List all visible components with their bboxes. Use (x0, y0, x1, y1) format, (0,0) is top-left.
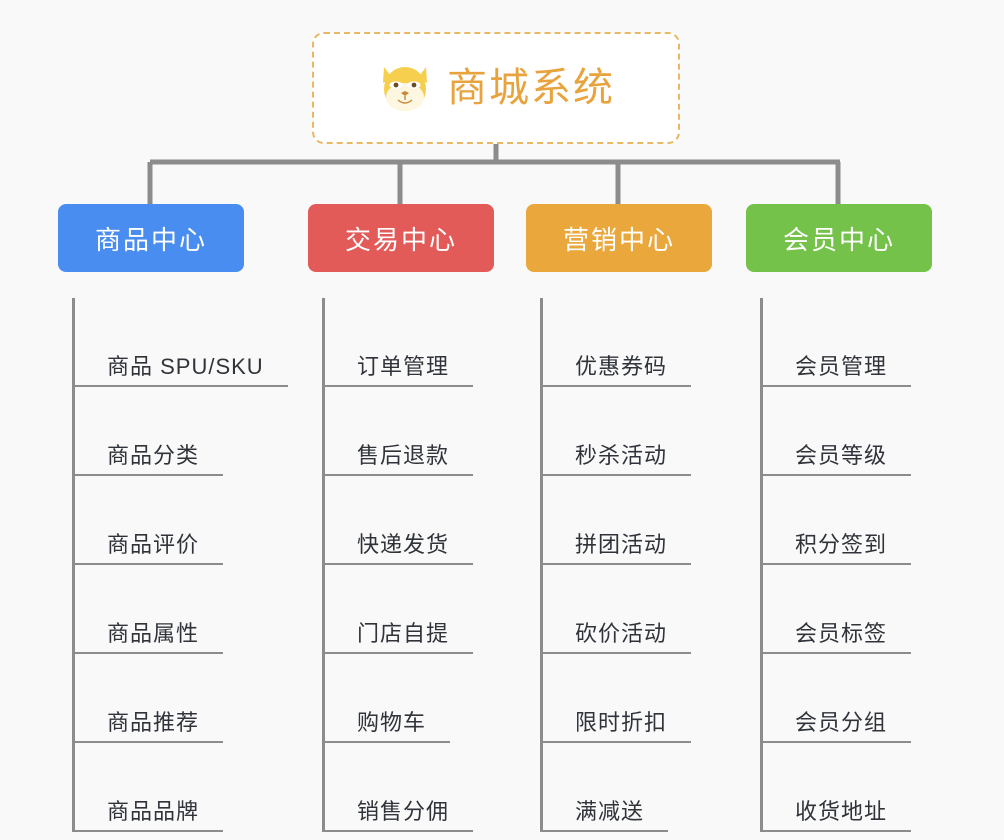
leaf-label: 商品属性 (75, 621, 224, 654)
list-item[interactable]: 商品评价 (75, 476, 244, 565)
list-item[interactable]: 售后退款 (325, 387, 494, 476)
leaf-label: 优惠券码 (543, 354, 692, 387)
leaf-label: 满减送 (543, 799, 669, 832)
list-item[interactable]: 商品分类 (75, 387, 244, 476)
category-label-1: 交易中心 (344, 224, 457, 255)
category-header-3[interactable]: 会员中心 (746, 204, 932, 272)
leaf-label: 售后退款 (325, 443, 474, 476)
root-title: 商城系统 (447, 66, 615, 110)
list-item[interactable]: 快递发货 (325, 476, 494, 565)
category-header-0[interactable]: 商品中心 (58, 204, 244, 272)
leaf-list-0: 商品 SPU/SKU 商品分类 商品评价 商品属性 商品推荐 商品品牌 (72, 298, 288, 832)
leaf-label: 商品分类 (75, 443, 224, 476)
leaf-label: 秒杀活动 (543, 443, 692, 476)
list-item[interactable]: 会员管理 (763, 298, 932, 387)
leaf-label: 会员标签 (763, 621, 912, 654)
leaf-label: 销售分佣 (325, 799, 474, 832)
leaf-label: 门店自提 (325, 621, 474, 654)
list-item[interactable]: 积分签到 (763, 476, 932, 565)
list-item[interactable]: 砍价活动 (543, 565, 712, 654)
leaf-label: 购物车 (325, 710, 451, 743)
leaf-label: 商品品牌 (75, 799, 224, 832)
category-label-0: 商品中心 (94, 224, 207, 255)
leaf-list-2: 优惠券码 秒杀活动 拼团活动 砍价活动 限时折扣 满减送 (540, 298, 712, 832)
list-item[interactable]: 会员等级 (763, 387, 932, 476)
list-item[interactable]: 订单管理 (325, 298, 494, 387)
root-node[interactable]: 商城系统 (312, 32, 680, 144)
leaf-label: 拼团活动 (543, 532, 692, 565)
leaf-label: 会员等级 (763, 443, 912, 476)
list-item[interactable]: 销售分佣 (325, 743, 494, 832)
list-item[interactable]: 优惠券码 (543, 298, 712, 387)
list-item[interactable]: 商品属性 (75, 565, 244, 654)
leaf-label: 商品评价 (75, 532, 224, 565)
list-item[interactable]: 拼团活动 (543, 476, 712, 565)
leaf-list-1: 订单管理 售后退款 快递发货 门店自提 购物车 销售分佣 (322, 298, 494, 832)
list-item[interactable]: 收货地址 (763, 743, 932, 832)
category-label-2: 营销中心 (562, 224, 675, 255)
list-item[interactable]: 会员标签 (763, 565, 932, 654)
leaf-label: 商品推荐 (75, 710, 224, 743)
list-item[interactable]: 会员分组 (763, 654, 932, 743)
list-item[interactable]: 满减送 (543, 743, 712, 832)
leaf-label: 会员分组 (763, 710, 912, 743)
leaf-list-3: 会员管理 会员等级 积分签到 会员标签 会员分组 收货地址 (760, 298, 932, 832)
leaf-label: 快递发货 (325, 532, 474, 565)
category-label-3: 会员中心 (782, 224, 895, 255)
leaf-label: 砍价活动 (543, 621, 692, 654)
category-header-1[interactable]: 交易中心 (308, 204, 494, 272)
list-item[interactable]: 秒杀活动 (543, 387, 712, 476)
list-item[interactable]: 购物车 (325, 654, 494, 743)
category-column-1: 交易中心 订单管理 售后退款 快递发货 门店自提 购物车 销售分佣 (308, 204, 494, 832)
list-item[interactable]: 限时折扣 (543, 654, 712, 743)
leaf-label: 收货地址 (763, 799, 912, 832)
leaf-label: 订单管理 (325, 354, 474, 387)
leaf-label: 会员管理 (763, 354, 912, 387)
category-column-0: 商品中心 商品 SPU/SKU 商品分类 商品评价 商品属性 商品推荐 商品品牌 (58, 204, 288, 832)
leaf-label: 限时折扣 (543, 710, 692, 743)
leaf-label: 商品 SPU/SKU (75, 354, 288, 387)
list-item[interactable]: 商品品牌 (75, 743, 244, 832)
leaf-label: 积分签到 (763, 532, 912, 565)
category-column-3: 会员中心 会员管理 会员等级 积分签到 会员标签 会员分组 收货地址 (746, 204, 932, 832)
category-header-2[interactable]: 营销中心 (526, 204, 712, 272)
list-item[interactable]: 商品推荐 (75, 654, 244, 743)
shiba-dog-icon (383, 67, 427, 111)
list-item[interactable]: 门店自提 (325, 565, 494, 654)
list-item[interactable]: 商品 SPU/SKU (75, 298, 288, 387)
category-column-2: 营销中心 优惠券码 秒杀活动 拼团活动 砍价活动 限时折扣 满减送 (526, 204, 712, 832)
